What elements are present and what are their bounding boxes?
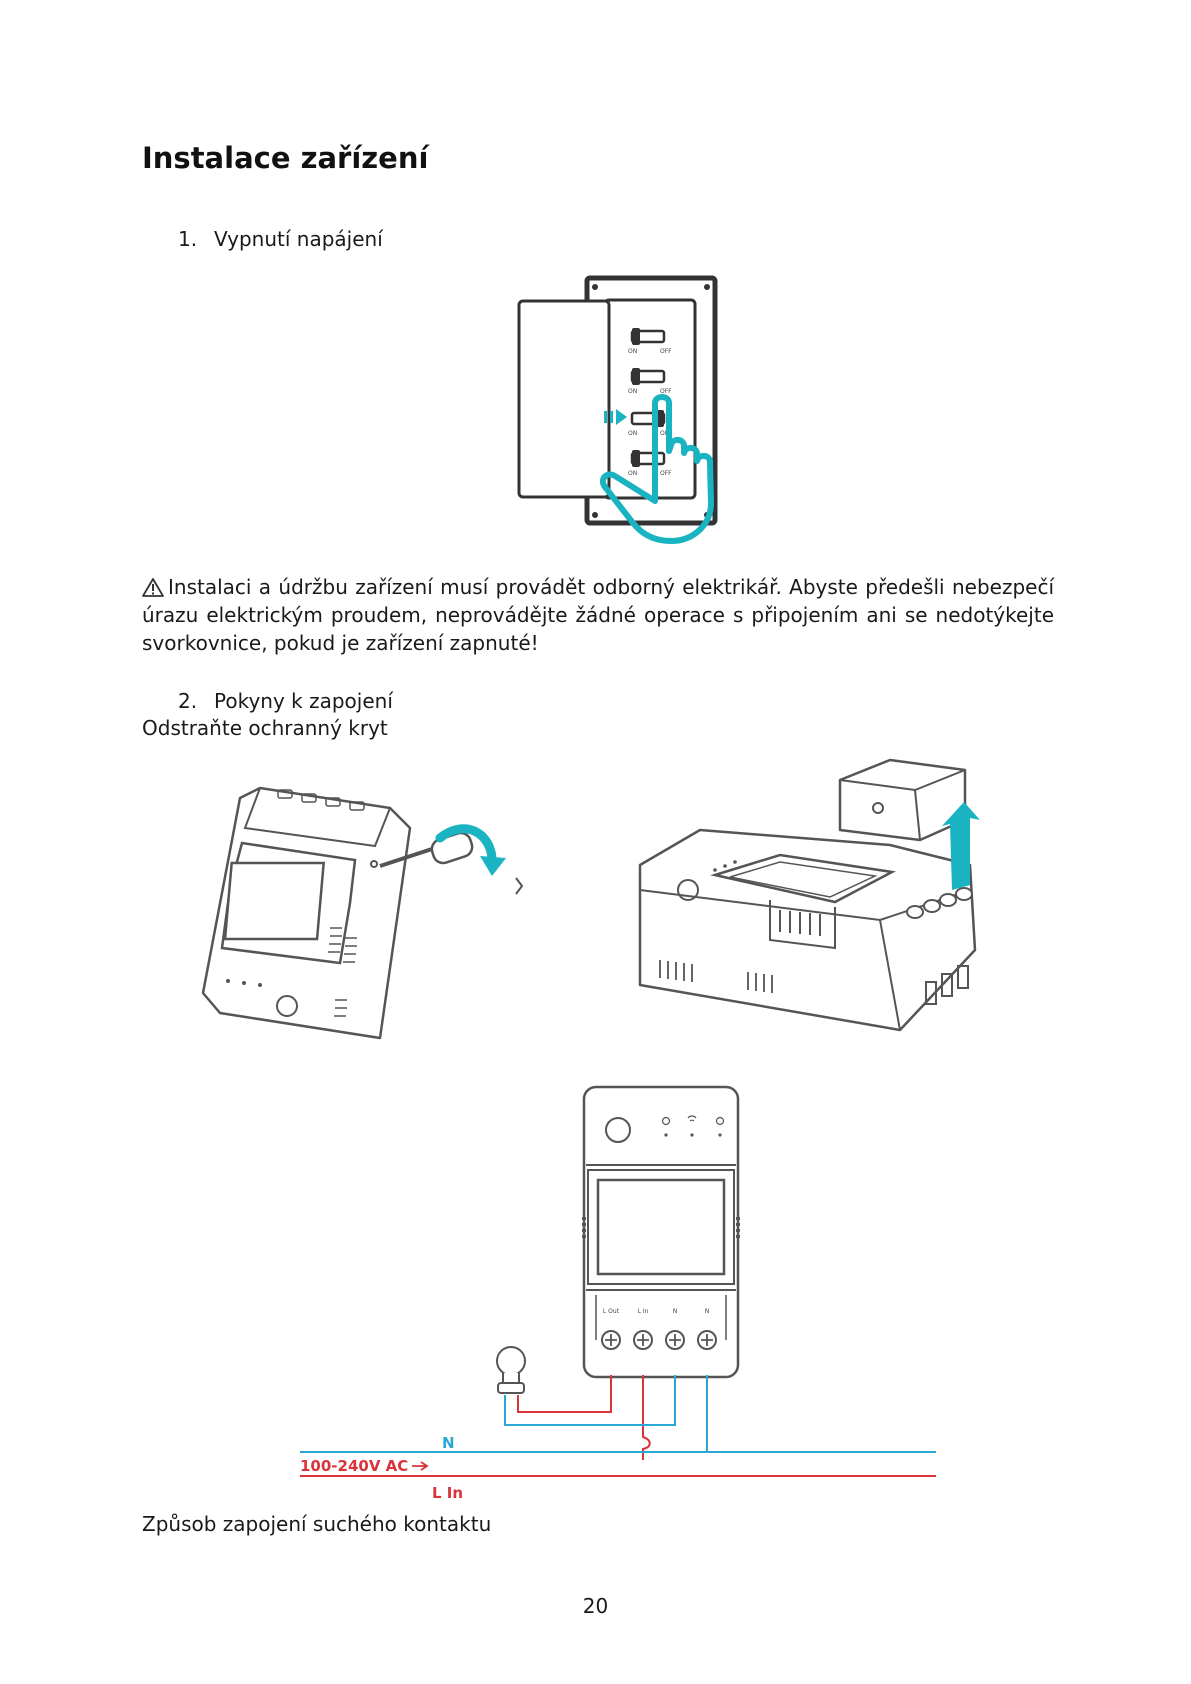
breaker-switch-1: ON OFF <box>628 328 672 355</box>
device-screen <box>596 1178 726 1276</box>
page-title: Instalace zařízení <box>142 141 429 175</box>
terminal-label-l-out: L Out <box>603 1308 620 1315</box>
warning-paragraph: Instalaci a údržbu zařízení musí provádě… <box>142 573 1054 657</box>
status-indicator-icons <box>661 1115 725 1126</box>
device-screwdriver-illustration <box>201 786 524 1040</box>
cover-removal-illustration <box>638 758 980 1032</box>
device-screen <box>223 861 326 941</box>
step-1: 1. Vypnutí napájení <box>178 227 383 251</box>
warning-triangle-icon <box>142 578 164 597</box>
switch-label-on: ON <box>628 388 637 395</box>
breaker-panel-illustration: ON OFF ON OFF ON OFF ON OFF <box>517 275 718 544</box>
switch-label-on: ON <box>628 348 637 355</box>
step-2-number: 2. <box>178 689 198 713</box>
step-2: 2. Pokyny k zapojení <box>178 689 393 713</box>
breaker-switch-2: ON OFF <box>628 368 672 395</box>
arrow-right-icon <box>412 1461 429 1471</box>
dry-contact-heading: Způsob zapojení suchého kontaktu <box>142 1512 492 1536</box>
device-button <box>276 995 298 1017</box>
switch-label-off: OFF <box>660 388 672 395</box>
step-1-text: Vypnutí napájení <box>214 227 383 251</box>
wiring-diagram: L Out L In N N N 100-240V AC L In <box>300 1085 936 1502</box>
terminal-label-n: N <box>673 1308 678 1315</box>
switch-label-off: OFF <box>660 470 672 477</box>
switch-label-on: ON <box>628 470 637 477</box>
switch-label-off: OFF <box>660 348 672 355</box>
label-voltage: 100-240V AC <box>300 1457 408 1475</box>
wire-n-lamp <box>504 1375 676 1426</box>
page-number: 20 <box>582 1594 609 1618</box>
hand-pointer-icon <box>599 394 714 544</box>
terminal-label-n: N <box>705 1308 710 1315</box>
breaker-switch-4: ON OFF <box>628 450 672 477</box>
wire-l-in <box>642 1375 651 1460</box>
direction-arrow-icon <box>604 409 627 425</box>
remove-cover-instruction: Odstraňte ochranný kryt <box>142 716 388 740</box>
wire-l-out <box>517 1375 612 1413</box>
device-button <box>605 1117 631 1143</box>
lift-arrow-icon <box>942 802 980 890</box>
terminal-label-l-in: L In <box>638 1308 649 1315</box>
light-bulb-icon <box>496 1346 526 1394</box>
label-neutral: N <box>442 1434 455 1452</box>
switch-label-on: ON <box>628 430 637 437</box>
step-2-text: Pokyny k zapojení <box>214 689 393 713</box>
rotate-arrow-icon <box>435 824 497 863</box>
label-l-in: L In <box>432 1484 463 1502</box>
protective-cover <box>838 758 967 842</box>
step-1-number: 1. <box>178 227 198 251</box>
warning-text: Instalaci a údržbu zařízení musí provádě… <box>142 575 1054 655</box>
